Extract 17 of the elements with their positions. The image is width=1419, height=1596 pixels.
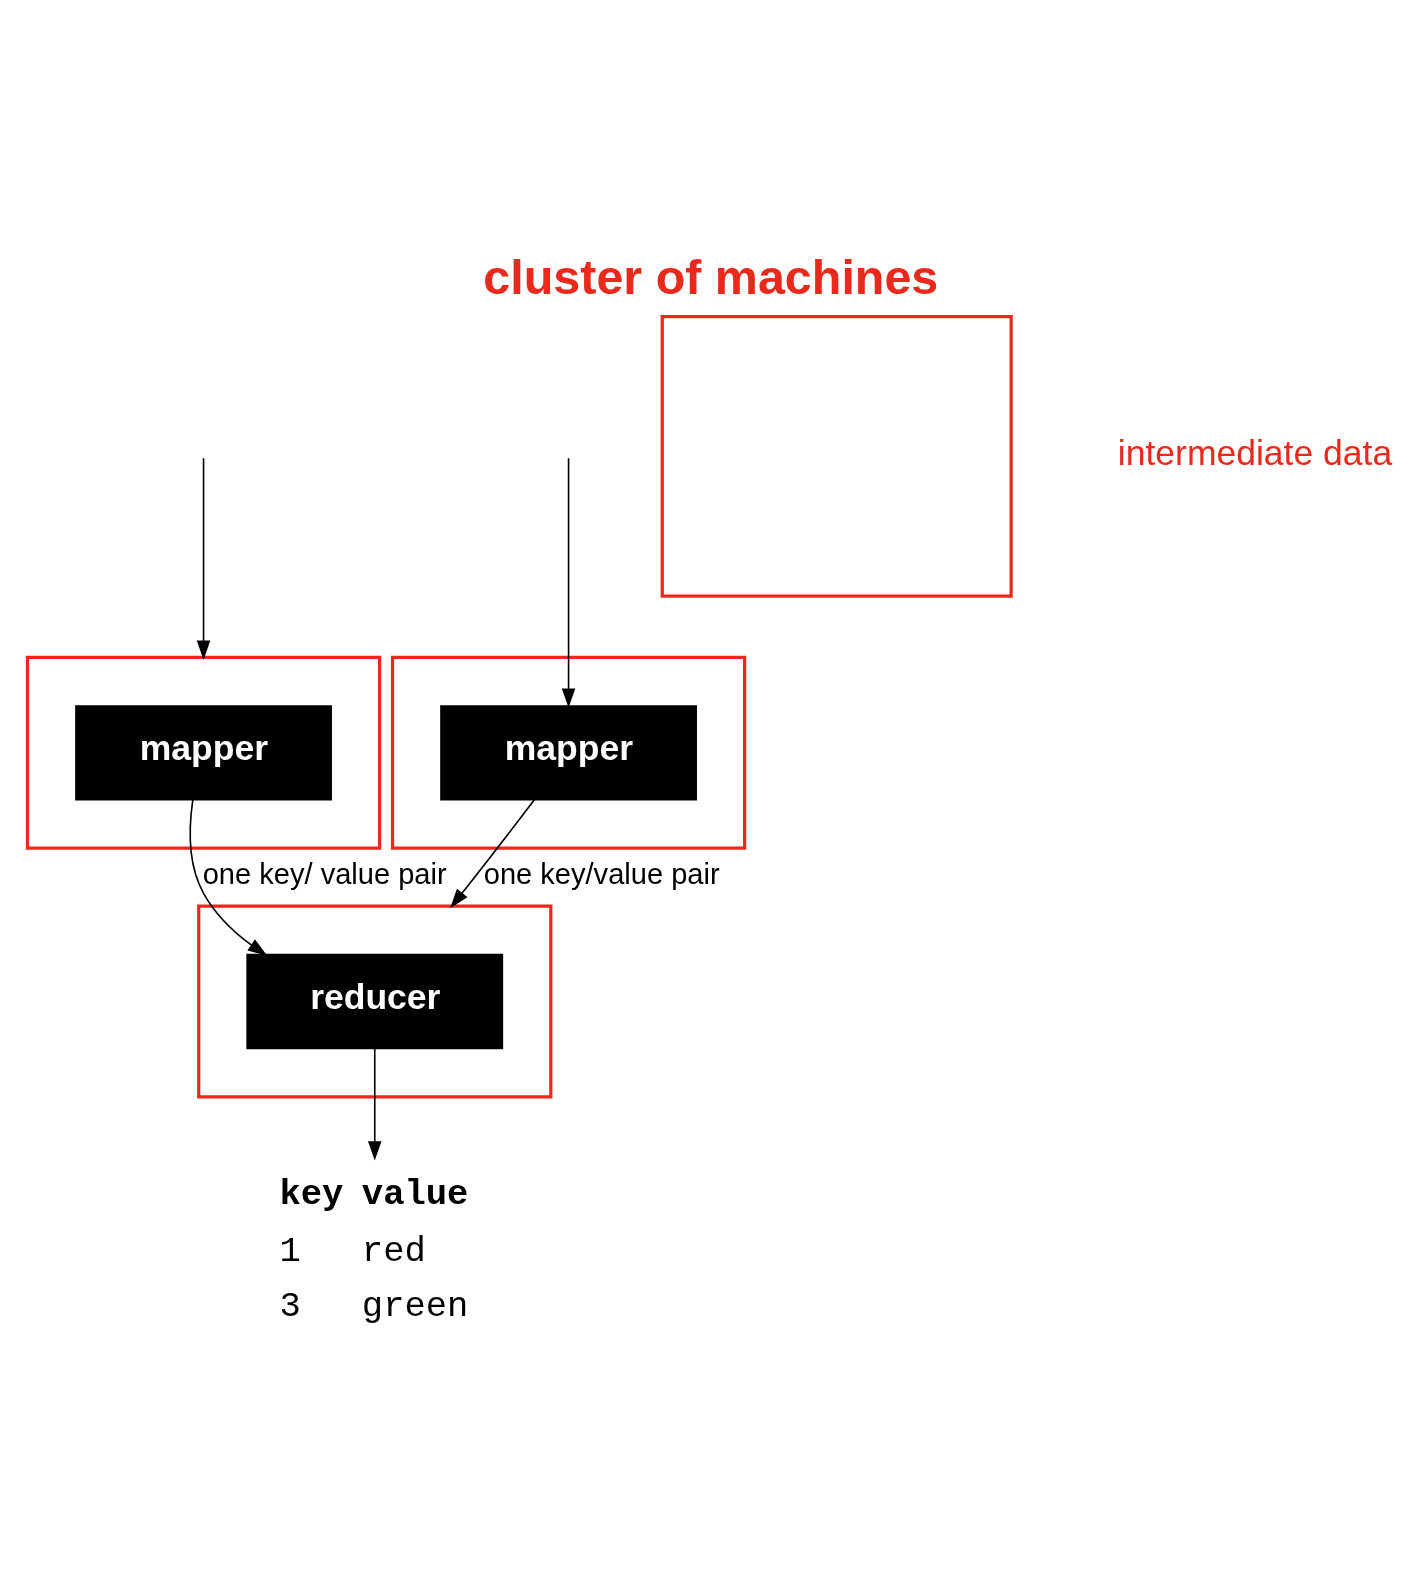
cluster — [25, 655, 382, 850]
edge-label: one key/value pair — [483, 858, 720, 891]
diagram-title: cluster of machines — [483, 250, 939, 305]
cluster — [390, 655, 747, 850]
arrow — [561, 457, 576, 708]
edge-label: one key/ value pair — [202, 858, 447, 891]
cluster — [197, 904, 553, 1099]
label: intermediate data — [1117, 433, 1393, 474]
node-text: key value 1 red 3 green — [279, 1174, 469, 1327]
arrow — [367, 1047, 382, 1161]
node-box: reducer — [246, 953, 504, 1050]
arrow — [196, 457, 211, 660]
node-box: mapper — [75, 705, 332, 801]
arrow — [189, 798, 268, 956]
node-box — [660, 315, 1013, 598]
node-box: mapper — [440, 705, 697, 801]
arrow — [450, 798, 536, 909]
